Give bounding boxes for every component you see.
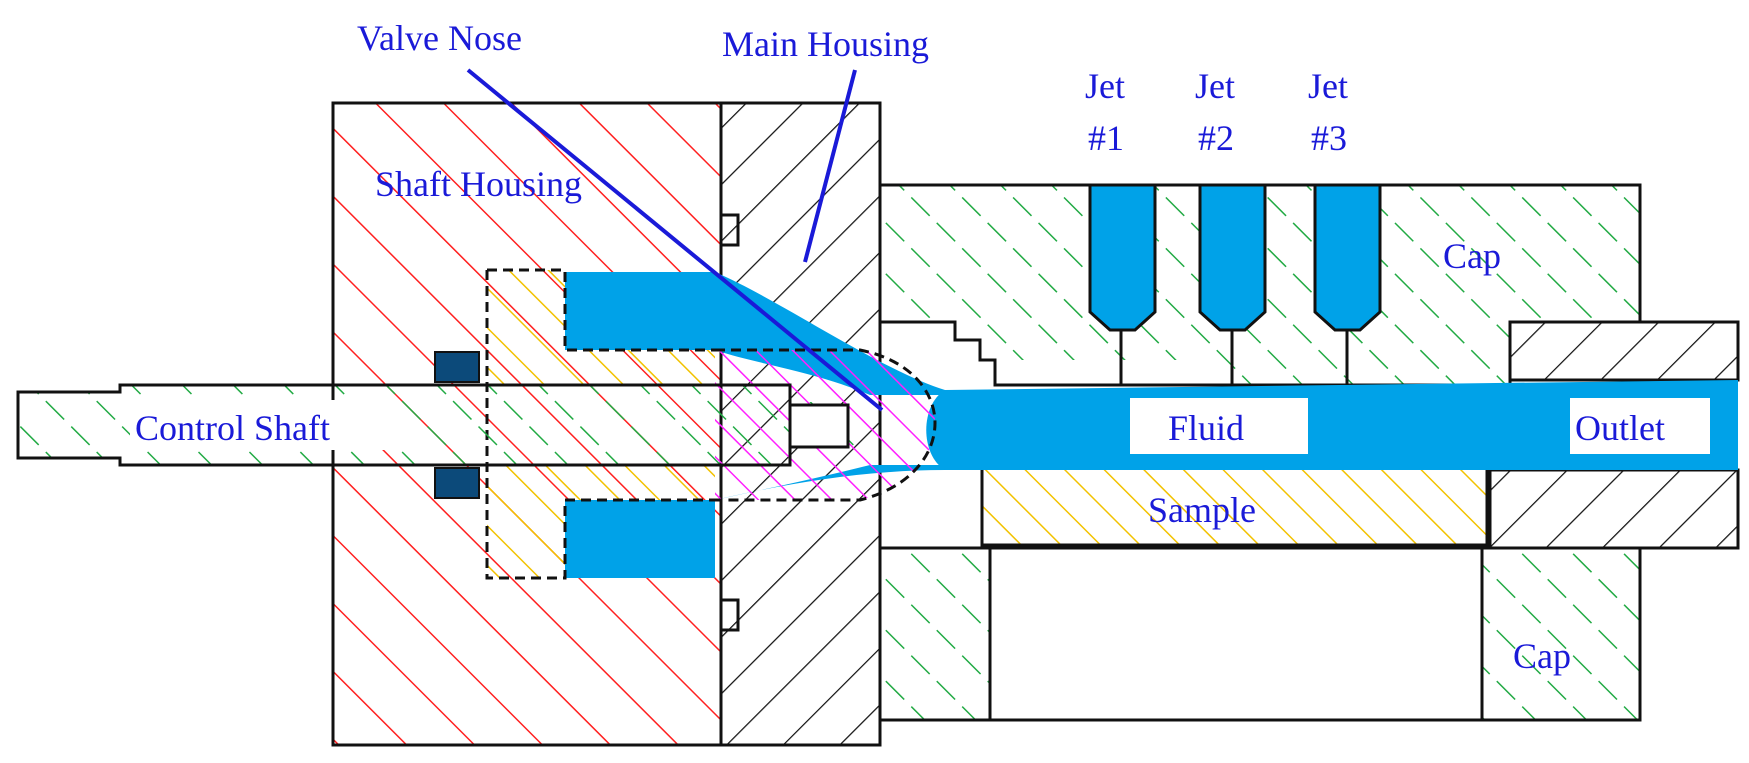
sample-label: Sample [1148,490,1256,530]
seal-top [434,351,480,383]
control-shaft-label: Control Shaft [135,408,330,448]
fluid-channel [565,272,1738,578]
shaft-housing-label: Shaft Housing [375,164,582,204]
jet-3-label-line2: #3 [1311,118,1347,158]
jet-2 [1198,183,1267,385]
valve-nose-label: Valve Nose [357,18,522,58]
jet-3-label-line1: Jet [1308,66,1348,106]
cap-bottom-right [1480,546,1642,722]
jet-3 [1313,183,1382,385]
outlet-fitting [1488,320,1740,550]
sample-block [980,465,1489,547]
fluid-label: Fluid [1168,408,1244,448]
cap-bottom-label: Cap [1513,636,1571,676]
main-housing-label: Main Housing [722,24,929,64]
sample-cavity [988,546,1484,722]
valve-nose-leader [466,68,884,412]
seal-bottom [434,467,480,499]
main-housing-leader [803,69,857,263]
shaft-nut [485,268,715,580]
jet-1-label-line1: Jet [1085,66,1125,106]
jet-1-label-line2: #1 [1088,118,1124,158]
cap-bottom-left [878,546,992,722]
jet-2-label-line1: Jet [1195,66,1235,106]
jet-2-label-line2: #2 [1198,118,1234,158]
jet-1 [1088,183,1157,385]
outlet-label: Outlet [1575,408,1665,448]
cap-top-label: Cap [1443,236,1501,276]
